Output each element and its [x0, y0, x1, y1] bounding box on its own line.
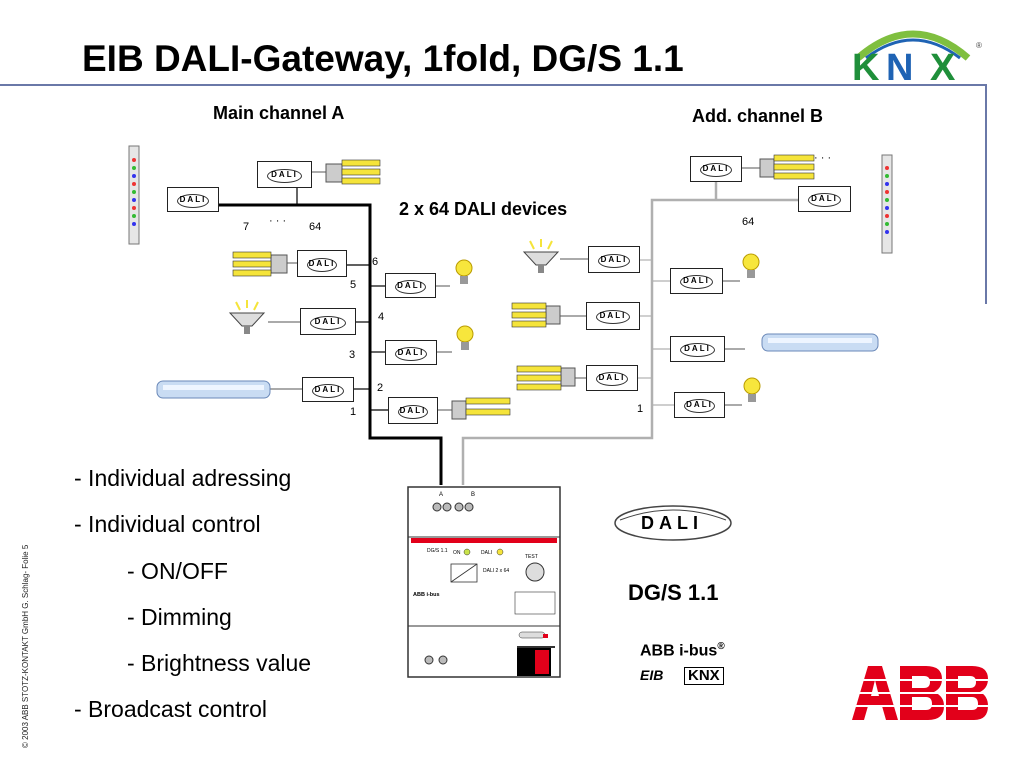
- device-number: 2: [377, 382, 384, 394]
- dali-ballast-box: DALI: [690, 156, 742, 182]
- dali-ballast-box: DALI: [297, 250, 347, 277]
- device-number: 64: [309, 221, 322, 233]
- knx-logo-registered: ®: [976, 41, 982, 50]
- gateway-device-icon: A B DG/S 1.1 ON DALI TEST DALI 2 x 64 AB…: [407, 486, 561, 678]
- dip-label-b: B: [471, 492, 475, 498]
- device-number: 4: [378, 311, 385, 323]
- abb-ibus-text: ABB i-bus®: [640, 641, 725, 660]
- title-divider: [0, 84, 985, 86]
- device-number: 6: [372, 256, 379, 268]
- dali-ballast-box: DALI: [588, 246, 640, 273]
- device-number: 1: [350, 406, 357, 418]
- device-test-label: TEST: [525, 554, 538, 560]
- device-number-ellipsis: · · ·: [269, 215, 287, 227]
- cfl-lamp-icon: [511, 302, 561, 328]
- knx-logo-n: N: [886, 47, 913, 84]
- right-divider: [985, 84, 987, 304]
- device-number: 7: [243, 221, 250, 233]
- knx-logo-k: K: [852, 47, 880, 84]
- device-leads: [268, 167, 760, 411]
- main-bus-wires: [209, 203, 443, 485]
- dali-ballast-box: DALI: [586, 302, 640, 330]
- device-number: 1: [637, 403, 644, 415]
- devices-count-label: 2 x 64 DALI devices: [399, 199, 568, 219]
- knx-logo-x: X: [930, 47, 956, 84]
- cfl-lamp-icon: [759, 154, 815, 180]
- dali-ballast-box: DALI: [674, 392, 725, 418]
- device-dali-label: DALI: [481, 550, 492, 556]
- dali-ballast-box: DALI: [257, 161, 312, 188]
- device-on-label: ON: [453, 550, 461, 556]
- bulb-icon: [455, 259, 473, 284]
- feature-bullet: - Individual adressing: [74, 465, 292, 491]
- halogen-lamp-icon: [522, 239, 560, 273]
- bulb-icon: [456, 325, 474, 350]
- copyright-text: © 2003 ABB STOTZ-KONTAKT GmbH G. Schlag-…: [21, 544, 30, 748]
- add-bus-wires: [461, 182, 826, 485]
- dali-logo: [614, 505, 732, 541]
- dali-ballast-box: DALI: [385, 340, 437, 365]
- rgb-led-strip-icon: [128, 145, 140, 245]
- device-number-ellipsis: · · ·: [814, 152, 832, 164]
- device-number: 5: [350, 279, 357, 291]
- dali-ballast-box: DALI: [300, 308, 356, 335]
- rgb-led-strip-icon: [881, 154, 893, 254]
- device-number: 3: [349, 349, 356, 361]
- bulb-icon: [743, 377, 761, 402]
- bulb-icon: [742, 253, 760, 278]
- device-number: 64: [742, 216, 755, 228]
- main-channel-label: Main channel A: [213, 103, 345, 123]
- feature-sub-bullet: - ON/OFF: [127, 558, 228, 584]
- cfl-lamp-icon: [451, 397, 511, 420]
- cfl-lamp-icon: [325, 159, 381, 185]
- device-channel-text: DALI 2 x 64: [483, 568, 509, 574]
- product-label: DG/S 1.1: [628, 580, 719, 605]
- feature-sub-bullet: - Dimming: [127, 604, 232, 630]
- knx-small-logo: KNX: [684, 667, 724, 685]
- feature-sub-bullet: - Brightness value: [127, 650, 312, 676]
- fluorescent-tube-icon: [156, 380, 271, 399]
- fluorescent-tube-icon: [761, 333, 879, 352]
- dali-ballast-box: DALI: [302, 377, 354, 402]
- feature-bullet: - Broadcast control: [74, 696, 268, 722]
- dali-ballast-box: DALI: [798, 186, 851, 212]
- abb-logo: [852, 666, 988, 720]
- dip-label-a: A: [439, 492, 443, 498]
- dali-ballast-box: DALI: [670, 336, 725, 362]
- dali-ballast-box: DALI: [167, 187, 219, 212]
- main-bus-branches: [189, 188, 388, 411]
- page-title: EIB DALI-Gateway, 1fold, DG/S 1.1: [82, 38, 684, 79]
- add-channel-label: Add. channel B: [692, 106, 824, 126]
- device-ibus-text: ABB i-bus: [413, 592, 440, 598]
- dali-ballast-box: DALI: [385, 273, 436, 298]
- add-bus-branches: [638, 259, 674, 406]
- dali-ballast-box: DALI: [388, 397, 438, 424]
- knx-logo: K N X ®: [852, 30, 982, 84]
- dali-ballast-box: DALI: [670, 268, 723, 294]
- halogen-lamp-icon: [228, 300, 266, 334]
- cfl-lamp-icon: [516, 365, 576, 391]
- device-model-text: DG/S 1.1: [427, 548, 448, 554]
- feature-bullet: - Individual control: [74, 511, 261, 537]
- dali-logo-text: DALI: [641, 513, 703, 533]
- eib-logo: EIB: [640, 667, 664, 683]
- cfl-lamp-icon: [232, 251, 288, 277]
- dali-ballast-box: DALI: [586, 365, 638, 391]
